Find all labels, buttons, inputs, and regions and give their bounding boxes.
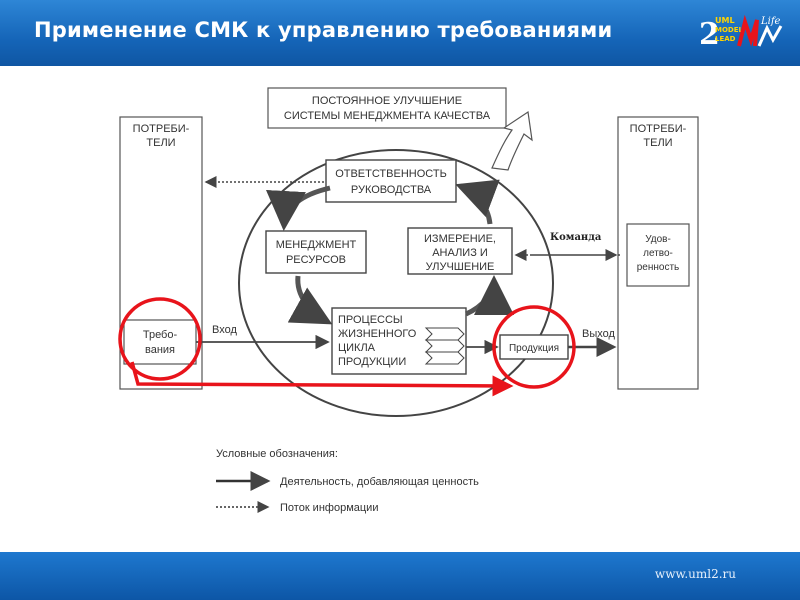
- processes-line3: ЦИКЛА: [338, 342, 376, 354]
- requirements-to-product-red-arrow-icon: [130, 361, 514, 397]
- satisfaction-line1: Удов-: [645, 234, 671, 245]
- responsibility-line2: РУКОВОДСТВА: [351, 184, 432, 196]
- qms-cycle-circle: [238, 149, 554, 417]
- logo-line1: UML: [715, 16, 735, 25]
- left-col-line1: ПОТРЕБИ-: [133, 123, 190, 135]
- satisfaction-box: [626, 223, 690, 287]
- requirements-line1: Требо-: [143, 329, 178, 341]
- product-box: [499, 334, 569, 360]
- processes-line1: ПРОЦЕССЫ: [338, 314, 403, 326]
- slide-title: Применение СМК к управлению требованиями: [34, 18, 613, 42]
- team-label: Команда: [550, 232, 602, 243]
- logo-line2: MODEL: [715, 26, 744, 34]
- measurement-line1: ИЗМЕРЕНИЕ,: [424, 233, 496, 245]
- product-highlight-circle: [492, 305, 576, 389]
- right-col-line2: ТЕЛИ: [643, 137, 672, 149]
- satisfaction-line3: ренность: [637, 262, 680, 273]
- resource-management-box: [265, 230, 367, 274]
- logo-line3: LEAD: [715, 35, 736, 43]
- product-label: Продукция: [509, 343, 559, 354]
- requirements-line2: вания: [145, 344, 175, 356]
- logo-mark-icon: [737, 14, 759, 47]
- resources-line1: МЕНЕДЖМЕНТ: [276, 239, 357, 251]
- logo-digit: 2: [699, 17, 720, 52]
- legend-title: Условные обозначения:: [216, 448, 338, 460]
- top-box-line2: СИСТЕМЫ МЕНЕДЖМЕНТА КАЧЕСТВА: [284, 110, 491, 122]
- input-label: Вход: [212, 324, 237, 336]
- logo-line4: Life: [760, 16, 781, 27]
- management-responsibility-box: [325, 159, 457, 203]
- process-chevrons-icon: [424, 327, 465, 365]
- processes-line4: ПРОДУКЦИИ: [338, 356, 406, 368]
- satisfaction-line2: летво-: [643, 248, 673, 259]
- legend-activity-label: Деятельность, добавляющая ценность: [280, 476, 479, 488]
- requirements-highlight-circle: [118, 297, 202, 381]
- cycle-arrow-resp-to-resources-icon: [266, 185, 331, 231]
- resources-line2: РЕСУРСОВ: [286, 254, 346, 266]
- measurement-line3: УЛУЧШЕНИЕ: [426, 261, 495, 273]
- slide-footer: www.uml2.ru: [0, 552, 800, 600]
- requirements-box: [123, 319, 197, 365]
- continuous-improvement-box: [267, 87, 507, 129]
- top-box-line1: ПОСТОЯННОЕ УЛУЧШЕНИЕ: [312, 95, 462, 107]
- output-label: Выход: [582, 328, 615, 340]
- logo-swoosh-icon: [757, 24, 783, 47]
- processes-line2: ЖИЗНЕННОГО: [338, 328, 417, 340]
- measurement-analysis-box: [407, 227, 513, 275]
- cycle-arrow-measurement-to-resp-icon: [455, 179, 500, 225]
- cycle-arrow-processes-to-measurement-icon: [464, 275, 514, 317]
- slide-header: Применение СМК к управлению требованиями…: [0, 0, 800, 66]
- responsibility-line1: ОТВЕТСТВЕННОСТЬ: [335, 168, 447, 180]
- measurement-line2: АНАЛИЗ И: [432, 247, 488, 259]
- footer-url[interactable]: www.uml2.ru: [654, 567, 736, 581]
- uml2-logo: 2 UML MODEL LEAD Life: [699, 14, 783, 52]
- legend-info-label: Поток информации: [280, 502, 378, 514]
- left-col-line2: ТЕЛИ: [146, 137, 175, 149]
- improvement-arrow-icon: [491, 110, 533, 171]
- right-col-line1: ПОТРЕБИ-: [630, 123, 687, 135]
- cycle-arrow-resources-to-processes-icon: [287, 275, 333, 325]
